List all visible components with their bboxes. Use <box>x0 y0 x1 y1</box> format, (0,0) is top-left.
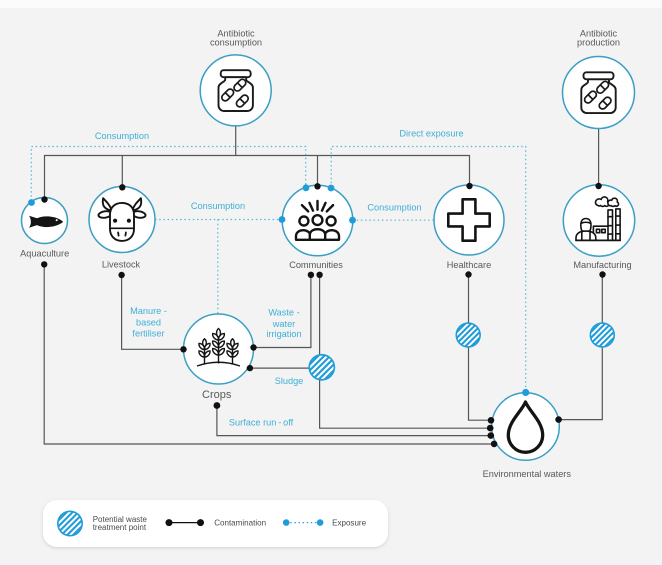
svg-text:Direct exposure: Direct exposure <box>399 129 463 139</box>
svg-text:water: water <box>272 319 295 329</box>
svg-text:Environmental waters: Environmental waters <box>483 469 572 479</box>
svg-text:consumption: consumption <box>210 38 262 48</box>
svg-text:based: based <box>136 318 161 328</box>
svg-text:Waste -: Waste - <box>268 308 299 318</box>
svg-text:Healthcare: Healthcare <box>447 260 491 270</box>
svg-text:Exposure: Exposure <box>332 519 367 528</box>
svg-text:production: production <box>577 37 620 47</box>
svg-text:treatment point: treatment point <box>93 523 147 532</box>
svg-text:Consumption: Consumption <box>191 201 245 211</box>
svg-text:Antibiotic: Antibiotic <box>217 29 255 39</box>
svg-text:Livestock: Livestock <box>102 260 141 270</box>
svg-text:Antibiotic: Antibiotic <box>580 29 618 39</box>
svg-text:Potential waste: Potential waste <box>93 515 148 524</box>
svg-text:Crops: Crops <box>202 389 232 401</box>
svg-text:Sludge: Sludge <box>275 376 304 386</box>
svg-text:Communities: Communities <box>289 260 343 270</box>
svg-text:Consumption: Consumption <box>367 203 421 213</box>
svg-text:Manufacturing: Manufacturing <box>573 260 631 270</box>
svg-text:fertiliser: fertiliser <box>132 329 164 339</box>
svg-text:irrigation: irrigation <box>266 329 301 339</box>
svg-text:Manure -: Manure - <box>130 306 167 316</box>
svg-text:Contamination: Contamination <box>214 519 266 528</box>
svg-text:Aquaculture: Aquaculture <box>20 249 69 259</box>
svg-text:Consumption: Consumption <box>95 131 149 141</box>
svg-text:Surface run - off: Surface run - off <box>229 418 294 428</box>
